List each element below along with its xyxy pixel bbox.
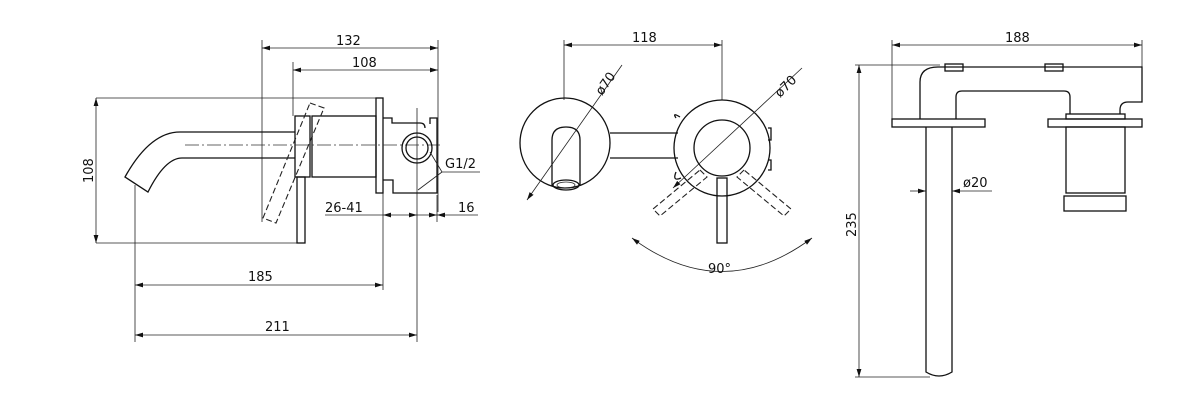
dim-90-label: 90° — [708, 262, 731, 277]
dim-ø20-label: ø20 — [963, 176, 988, 191]
dim-132-label: 132 — [336, 34, 361, 49]
thread-label: G1/2 — [445, 157, 476, 172]
side-view: 132 108 108 G1/2 26-41 16 185 211 — [82, 34, 480, 342]
front-view: 118 ø70 ø70 90° — [519, 31, 813, 277]
dim-235-label: 235 — [845, 212, 860, 237]
spout-pipe — [925, 127, 953, 377]
mixer-plate — [673, 99, 771, 197]
handle-alt-position — [262, 102, 325, 224]
dim-118-label: 118 — [632, 31, 657, 46]
handle — [716, 177, 728, 244]
dim-26-41-label: 26-41 — [325, 201, 363, 216]
dim-108-height-label: 108 — [82, 158, 97, 183]
dim-185-label: 185 — [248, 270, 273, 285]
dim-108-top-label: 108 — [352, 56, 377, 71]
dim-16-label: 16 — [458, 201, 475, 216]
spout-plate — [519, 97, 611, 189]
top-view: 188 235 ø20 — [845, 31, 1143, 378]
dim-211-label: 211 — [265, 320, 290, 335]
dim-ø70-right-label: ø70 — [772, 73, 800, 101]
dim-188-label: 188 — [1005, 31, 1030, 46]
